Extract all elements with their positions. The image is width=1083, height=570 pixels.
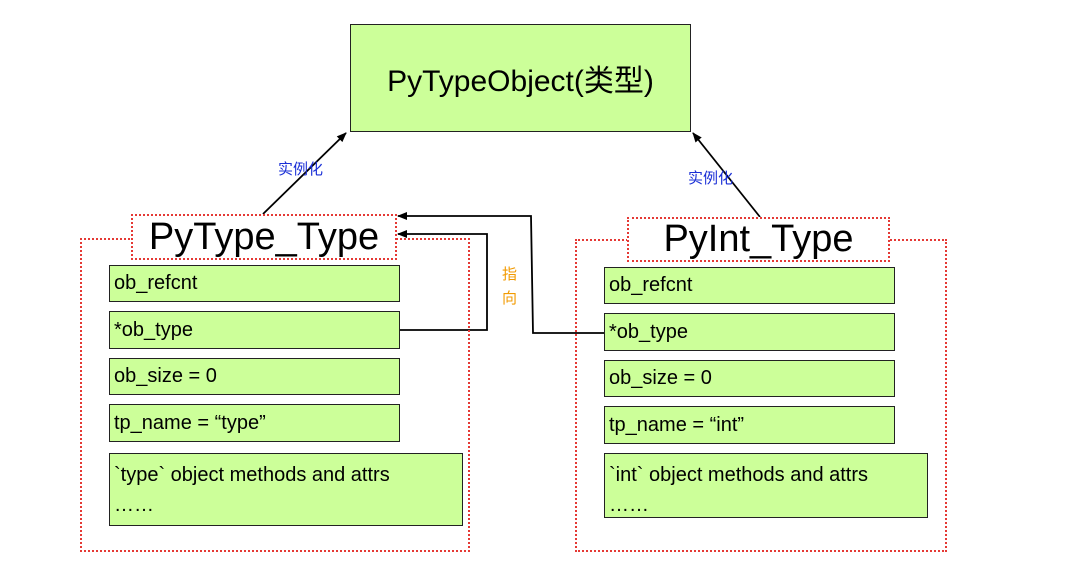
instantiate-arrow-left bbox=[262, 132, 347, 215]
left-field-ob-type: *ob_type bbox=[109, 311, 400, 349]
right-field-ob-size-text: ob_size = 0 bbox=[609, 367, 712, 389]
right-field-ob-refcnt: ob_refcnt bbox=[604, 267, 895, 304]
self-pointer-arrow bbox=[397, 230, 488, 331]
right-field-ob-type: *ob_type bbox=[604, 313, 895, 351]
pyint-type-title: PyInt_Type bbox=[627, 217, 890, 262]
left-field-ob-refcnt: ob_refcnt bbox=[109, 265, 400, 302]
left-field-tp-name-text: tp_name = “type” bbox=[114, 411, 266, 434]
right-field-tp-name: tp_name = “int” bbox=[604, 406, 895, 444]
right-methods-line1: `int` object methods and attrs bbox=[609, 464, 869, 486]
left-field-tp-name: tp_name = “type” bbox=[109, 404, 400, 442]
pytype-type-title: PyType_Type bbox=[131, 214, 397, 260]
instantiate-arrow-right bbox=[692, 132, 761, 218]
left-field-ob-type-text: *ob_type bbox=[114, 318, 193, 341]
points-to-label-char1: 指 bbox=[502, 266, 518, 283]
left-methods-box: `type` object methods and attrs …… bbox=[109, 453, 463, 526]
pytypeobject-box: PyTypeObject(类型) bbox=[350, 24, 691, 132]
points-to-label-char2: 向 bbox=[502, 290, 518, 307]
left-methods-line2: …… bbox=[114, 494, 154, 516]
right-field-tp-name-text: tp_name = “int” bbox=[609, 413, 745, 436]
right-field-ob-size: ob_size = 0 bbox=[604, 360, 895, 397]
left-field-ob-size: ob_size = 0 bbox=[109, 358, 400, 395]
right-field-ob-refcnt-text: ob_refcnt bbox=[609, 274, 693, 296]
instantiate-label-left: 实例化 bbox=[278, 161, 324, 178]
left-methods-line1: `type` object methods and attrs bbox=[114, 464, 390, 486]
pytypeobject-label: PyTypeObject(类型) bbox=[387, 65, 654, 98]
pytype-type-title-text: PyType_Type bbox=[148, 215, 380, 258]
int-type-pointer-arrow bbox=[397, 212, 605, 334]
right-field-ob-type-text: *ob_type bbox=[609, 320, 688, 343]
instantiate-label-right: 实例化 bbox=[688, 170, 734, 187]
right-methods-line2: …… bbox=[609, 494, 649, 516]
pyint-type-title-text: PyInt_Type bbox=[663, 218, 854, 260]
left-field-ob-refcnt-text: ob_refcnt bbox=[114, 272, 198, 294]
left-field-ob-size-text: ob_size = 0 bbox=[114, 365, 217, 387]
right-methods-box: `int` object methods and attrs …… bbox=[604, 453, 928, 518]
